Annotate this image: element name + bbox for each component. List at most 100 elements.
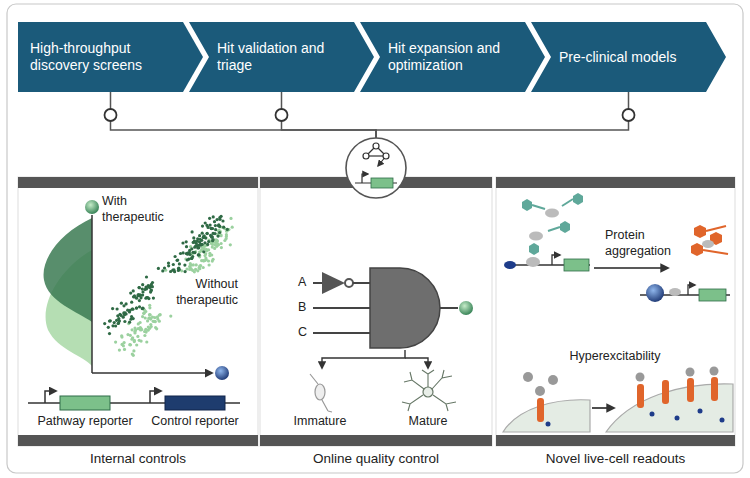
scatter-dots bbox=[172, 263, 175, 266]
scatter-dots bbox=[148, 313, 151, 316]
scatter-dots bbox=[186, 258, 189, 261]
scatter-dots bbox=[117, 322, 120, 325]
scatter-dots bbox=[122, 304, 125, 307]
scatter-dots bbox=[176, 258, 179, 261]
scatter-dots bbox=[184, 270, 187, 273]
scatter-plot bbox=[215, 366, 229, 380]
hyperexcitability-drawing bbox=[535, 386, 545, 396]
readout-label: Protein aggregation bbox=[605, 228, 685, 259]
gene-circuit-icon bbox=[346, 138, 406, 198]
scatter-plot bbox=[44, 218, 92, 322]
scatter-dots bbox=[131, 308, 134, 311]
hyperexcitability-drawing bbox=[650, 412, 655, 417]
scatter-dots bbox=[157, 267, 160, 270]
scatter-dots bbox=[210, 227, 213, 230]
scatter-dots bbox=[111, 324, 114, 327]
scatter-dots bbox=[229, 243, 232, 246]
panel-caption: Internal controls bbox=[90, 451, 186, 475]
scatter-dots bbox=[154, 320, 157, 323]
logic-gate bbox=[313, 268, 473, 368]
scatter-dots bbox=[201, 232, 204, 235]
scatter-dots bbox=[109, 319, 112, 322]
scatter-dots bbox=[133, 330, 136, 333]
gene-circuit-icon bbox=[363, 153, 369, 159]
protein-aggregation-drawing bbox=[594, 267, 668, 269]
scatter-dots bbox=[203, 241, 206, 244]
logic-gate bbox=[440, 307, 458, 309]
scatter-dots bbox=[206, 232, 209, 235]
stage-markers bbox=[105, 109, 635, 121]
scatter-dots bbox=[198, 254, 201, 257]
scatter-dots bbox=[174, 255, 177, 258]
scatter-dots bbox=[141, 288, 144, 291]
reporter-construct bbox=[150, 391, 161, 403]
hyperexcitability-drawing bbox=[662, 380, 669, 404]
panel-frames bbox=[496, 435, 735, 446]
protein-aggregation-drawing bbox=[548, 227, 560, 231]
protein-aggregation-drawing bbox=[552, 255, 560, 265]
scatter-dots bbox=[201, 225, 204, 228]
scatter-dots bbox=[202, 250, 205, 253]
reporter-construct bbox=[60, 396, 110, 410]
scatter-dots bbox=[150, 289, 153, 292]
scatter-dots bbox=[140, 340, 143, 343]
scatter-dots bbox=[207, 240, 210, 243]
logic-gate bbox=[345, 279, 353, 287]
hyperexcitability-drawing bbox=[537, 398, 544, 422]
panel-frames bbox=[18, 435, 258, 446]
scatter-dots bbox=[167, 264, 170, 267]
scatter-dots bbox=[161, 269, 164, 272]
scatter-dots bbox=[217, 224, 220, 227]
panel-caption: Online quality control bbox=[313, 451, 439, 475]
scatter-dots bbox=[120, 302, 123, 305]
scatter-dots bbox=[111, 307, 114, 310]
scatter-dots bbox=[130, 301, 133, 304]
neuron-drawings bbox=[310, 374, 332, 412]
scatter-dots bbox=[132, 295, 135, 298]
scatter-dots bbox=[216, 218, 219, 221]
protein-aggregation-drawing bbox=[669, 288, 681, 296]
construct-label: Pathway reporter bbox=[30, 414, 140, 430]
panel-frames bbox=[496, 177, 735, 446]
panel: Novel live-cell readouts bbox=[496, 177, 735, 475]
scatter-dots bbox=[123, 320, 126, 323]
scatter-dots bbox=[120, 334, 123, 337]
scatter-plot bbox=[85, 200, 99, 214]
scatter-dots bbox=[139, 326, 142, 329]
scatter-dots bbox=[108, 332, 111, 335]
chevron-shape bbox=[189, 22, 374, 92]
scatter-dots bbox=[172, 268, 175, 271]
scatter-dots bbox=[118, 349, 121, 352]
construct-label: Control reporter bbox=[140, 414, 250, 430]
scatter-dots bbox=[128, 310, 131, 313]
hyperexcitability-drawing bbox=[698, 409, 703, 414]
scatter-dots bbox=[221, 219, 224, 222]
scatter-dots bbox=[178, 268, 181, 271]
scatter-dots bbox=[213, 232, 216, 235]
reporter-construct bbox=[165, 396, 225, 410]
scatter-dots bbox=[138, 286, 141, 289]
scatter-dots bbox=[113, 321, 116, 324]
scatter-dots bbox=[189, 267, 192, 270]
scatter-dots bbox=[213, 247, 216, 250]
scatter-dots bbox=[202, 266, 205, 269]
scatter-dots bbox=[136, 335, 139, 338]
scatter-dots bbox=[227, 228, 230, 231]
scatter-dots bbox=[212, 215, 215, 218]
scatter-dots bbox=[212, 238, 215, 241]
hyperexcitability-drawing bbox=[710, 367, 719, 376]
gene-circuit-icon bbox=[383, 153, 389, 159]
gene-circuit-icon bbox=[346, 138, 406, 198]
scatter-dots bbox=[107, 326, 110, 329]
scatter-dots bbox=[163, 266, 166, 269]
scatter-dots bbox=[182, 251, 185, 254]
protein-aggregation-drawing bbox=[504, 261, 516, 269]
hyperexcitability-drawing bbox=[686, 368, 695, 377]
scatter-dots bbox=[147, 329, 150, 332]
scatter-dots bbox=[125, 312, 128, 315]
scatter-dots bbox=[183, 264, 186, 267]
scatter-dots bbox=[135, 306, 138, 309]
scatter-dots bbox=[211, 238, 214, 241]
scatter-dots bbox=[210, 227, 213, 230]
hyperexcitability-drawing bbox=[523, 372, 533, 382]
